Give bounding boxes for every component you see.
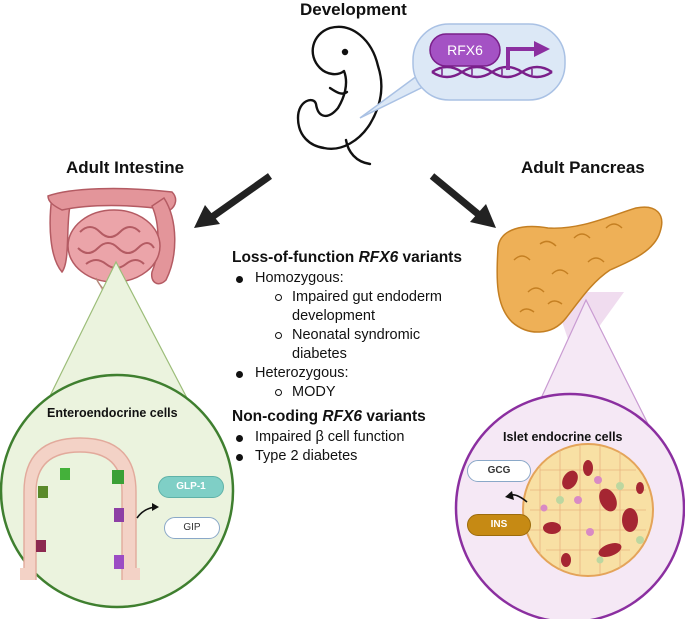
noncoding-variants-heading: Non-coding RFX6 variants — [232, 408, 426, 425]
embryo-icon — [296, 25, 383, 166]
homozygous-subitem: Impaired gut endoderm development — [232, 288, 452, 326]
homozygous-subitem: Neonatal syndromic diabetes — [232, 326, 452, 364]
islet-icon — [522, 443, 654, 577]
arrow-to-pancreas — [429, 173, 496, 228]
homozygous-item: Homozygous: — [232, 269, 462, 288]
ins-hormone-badge: INS — [467, 514, 531, 536]
heterozygous-item: Heterozygous: — [232, 364, 462, 383]
promoter-arrow — [506, 47, 536, 70]
rfx6-gene-box — [429, 33, 501, 67]
glp1-hormone-badge: GLP-1 — [158, 476, 224, 498]
enteroendocrine-title: Enteroendocrine cells — [47, 406, 178, 420]
gcg-hormone-badge: GCG — [467, 460, 531, 482]
rfx6-gene-label: RFX6 — [447, 42, 483, 58]
heterozygous-subitem: MODY — [232, 383, 452, 402]
variants-panel: Loss-of-function RFX6 variants Homozygou… — [232, 248, 462, 466]
rfx6-expression-bubble — [359, 23, 566, 119]
enteroendocrine-circle — [0, 373, 235, 609]
noncoding-item: Impaired β cell function — [232, 428, 462, 447]
villus-icon — [20, 437, 140, 580]
development-title: Development — [300, 0, 407, 19]
adult-intestine-title: Adult Intestine — [66, 158, 185, 177]
noncoding-item: Type 2 diabetes — [232, 447, 462, 466]
lof-variants-heading: Loss-of-function RFX6 variants — [232, 249, 462, 266]
adult-pancreas-title: Adult Pancreas — [521, 158, 645, 177]
islet-title: Islet endocrine cells — [503, 430, 623, 444]
gip-hormone-badge: GIP — [164, 517, 220, 539]
arrow-to-intestine — [194, 173, 273, 228]
